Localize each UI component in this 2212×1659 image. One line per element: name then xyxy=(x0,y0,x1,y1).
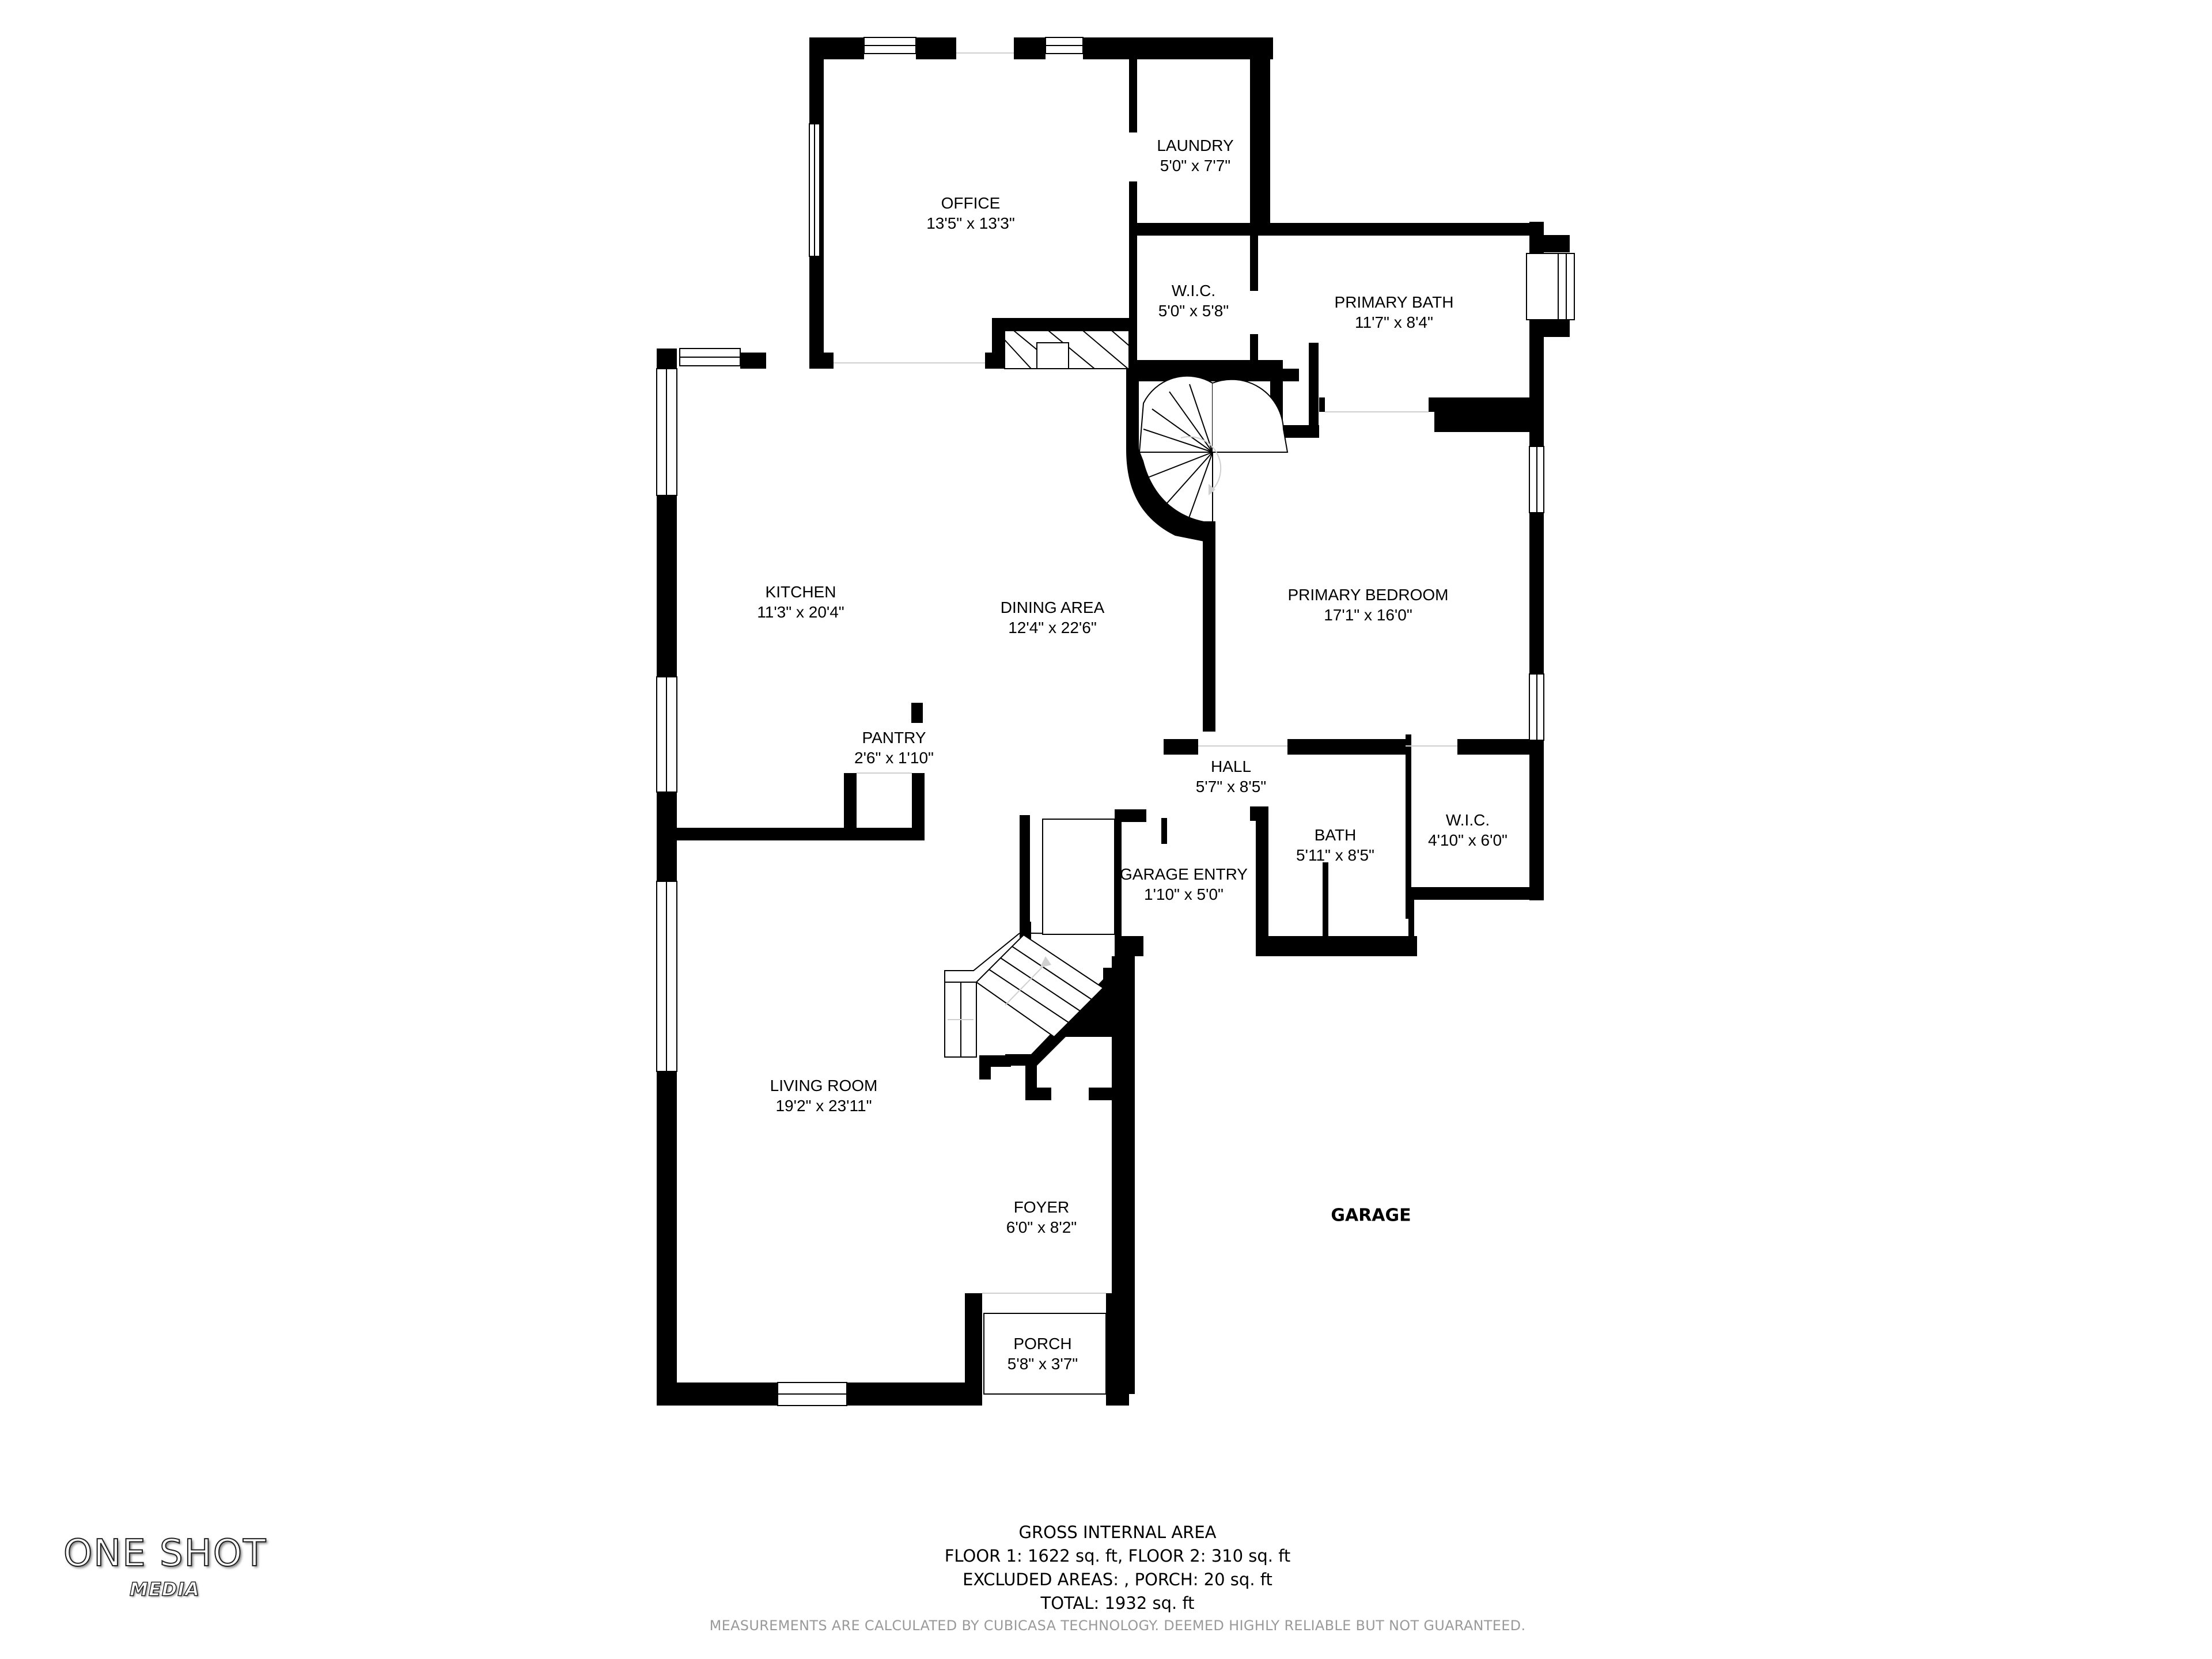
room-name: W.I.C. xyxy=(1171,282,1216,300)
room-dimensions: 5'8" x 3'7" xyxy=(1007,1355,1078,1373)
room-dimensions: 13'5" x 13'3" xyxy=(926,214,1015,232)
spiral-staircase xyxy=(1138,375,1289,530)
logo-brand-text: ONE SHOT xyxy=(63,1532,267,1575)
room-label-laundry: LAUNDRY 5'0" x 7'7" xyxy=(1157,135,1233,176)
door-openings xyxy=(834,52,1457,774)
room-dimensions: 4'10" x 6'0" xyxy=(1428,831,1508,849)
room-dimensions: 11'3" x 20'4" xyxy=(757,603,844,621)
area-summary: GROSS INTERNAL AREA FLOOR 1: 1622 sq. ft… xyxy=(710,1521,1526,1634)
room-label-porch: PORCH 5'8" x 3'7" xyxy=(1007,1334,1078,1374)
room-dimensions: 11'7" x 8'4" xyxy=(1355,313,1433,331)
area-summary-total: TOTAL: 1932 sq. ft xyxy=(1040,1593,1195,1613)
room-label-bath: BATH 5'11" x 8'5" xyxy=(1296,825,1374,865)
room-dimensions: 17'1" x 16'0" xyxy=(1324,606,1412,624)
room-label-foyer: FOYER 6'0" x 8'2" xyxy=(1006,1197,1077,1237)
room-name: PRIMARY BATH xyxy=(1334,293,1454,311)
room-label-wic-upper: W.I.C. 5'0" x 5'8" xyxy=(1158,281,1229,321)
room-name: FOYER xyxy=(1013,1198,1070,1216)
walls xyxy=(657,37,1570,1406)
room-name: DINING AREA xyxy=(1000,599,1105,616)
room-name: PORCH xyxy=(1013,1335,1072,1353)
one-shot-media-logo: ONE SHOT MEDIA xyxy=(63,1532,271,1601)
porch-outline xyxy=(982,1293,1107,1395)
room-label-living-room: LIVING ROOM 19'2" x 23'11" xyxy=(770,1075,878,1116)
room-name: LIVING ROOM xyxy=(770,1077,878,1094)
room-label-garage-entry: GARAGE ENTRY 1'10" x 5'0" xyxy=(1120,864,1248,904)
room-name: KITCHEN xyxy=(765,583,836,601)
room-dimensions: 5'0" x 5'8" xyxy=(1158,302,1229,320)
fireplace xyxy=(1004,330,1130,369)
room-dimensions: 6'0" x 8'2" xyxy=(1006,1218,1077,1236)
windows xyxy=(656,37,1575,1406)
area-summary-excluded: EXCLUDED AREAS: , PORCH: 20 sq. ft xyxy=(963,1570,1272,1589)
room-dimensions: 5'11" x 8'5" xyxy=(1296,846,1374,864)
logo-sub-text: MEDIA xyxy=(129,1578,200,1601)
area-summary-floors: FLOOR 1: 1622 sq. ft, FLOOR 2: 310 sq. f… xyxy=(944,1546,1291,1566)
room-name: PANTRY xyxy=(862,729,926,747)
room-name: LAUNDRY xyxy=(1157,137,1234,154)
room-name: PRIMARY BEDROOM xyxy=(1287,586,1449,604)
room-label-pantry: PANTRY 2'6" x 1'10" xyxy=(854,728,934,768)
room-label-office: OFFICE 13'5" x 13'3" xyxy=(926,193,1015,233)
room-label-primary-bath: PRIMARY BATH 11'7" x 8'4" xyxy=(1335,292,1454,332)
room-dimensions: 5'7" x 8'5" xyxy=(1195,778,1267,796)
room-dimensions: 5'0" x 7'7" xyxy=(1160,157,1231,175)
garage-label: GARAGE xyxy=(1331,1205,1411,1226)
straight-staircase xyxy=(944,819,1115,1058)
room-label-primary-bedroom: PRIMARY BEDROOM 17'1" x 16'0" xyxy=(1287,585,1448,625)
measurement-disclaimer: MEASUREMENTS ARE CALCULATED BY CUBICASA … xyxy=(709,1618,1526,1634)
room-dimensions: 2'6" x 1'10" xyxy=(854,749,934,767)
room-name: HALL xyxy=(1210,757,1252,775)
room-dimensions: 12'4" x 22'6" xyxy=(1008,619,1097,637)
room-name: OFFICE xyxy=(941,194,1001,212)
area-summary-title: GROSS INTERNAL AREA xyxy=(1018,1522,1217,1542)
room-dimensions: 1'10" x 5'0" xyxy=(1143,885,1224,903)
room-label-kitchen: KITCHEN 11'3" x 20'4" xyxy=(757,582,844,622)
room-label-hall: HALL 5'7" x 8'5" xyxy=(1196,756,1266,797)
room-name: BATH xyxy=(1314,826,1357,844)
room-label-dining-area: DINING AREA 12'4" x 22'6" xyxy=(1001,597,1104,638)
room-name: GARAGE ENTRY xyxy=(1120,865,1248,883)
room-label-wic-lower: W.I.C. 4'10" x 6'0" xyxy=(1428,810,1508,850)
room-name: W.I.C. xyxy=(1445,811,1490,829)
room-dimensions: 19'2" x 23'11" xyxy=(775,1097,872,1115)
